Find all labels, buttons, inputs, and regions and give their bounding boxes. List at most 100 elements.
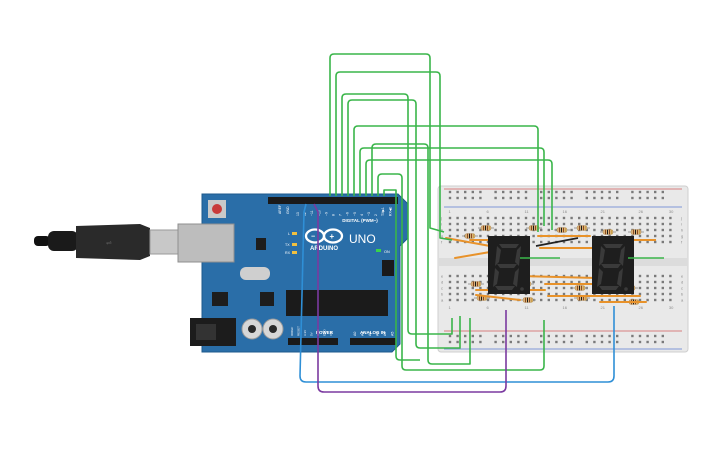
- orange-jumper: [454, 251, 491, 259]
- resistor: [554, 227, 570, 233]
- row-letter: h: [441, 228, 443, 233]
- digital-header-label: DIGITAL (PWM~): [342, 218, 378, 223]
- row-letter: e: [441, 274, 444, 279]
- power-pin-label: 5V: [310, 332, 314, 336]
- power-pin-label: 3.3V: [303, 330, 307, 336]
- digital-pin-label: 12: [303, 212, 307, 216]
- power-jack-inner: [196, 324, 216, 340]
- digital-pin-label: ~5: [353, 212, 357, 216]
- wire-green-1[interactable]: [329, 53, 445, 233]
- row-letter: b: [441, 292, 444, 297]
- column-number: 21: [601, 305, 606, 310]
- crystal-oscillator: [240, 267, 270, 280]
- column-number: 16: [563, 209, 568, 214]
- resistor: [628, 229, 644, 235]
- wire-green-10[interactable]: [383, 189, 420, 361]
- row-letter: c: [681, 286, 683, 291]
- seven-segment-display-1[interactable]: 8: [488, 236, 530, 294]
- orange-jumper: [445, 237, 491, 247]
- digital-pin-label: ~3: [367, 212, 371, 216]
- led-on: [376, 249, 381, 252]
- analog-pin-label: A5: [391, 332, 395, 336]
- row-letter: e: [681, 274, 684, 279]
- column-number: 11: [525, 305, 530, 310]
- voltage-regulator: [212, 292, 228, 306]
- digital-header: [268, 197, 398, 204]
- digital-pin-label: 4: [360, 214, 364, 216]
- analog-pin-label: A2: [368, 332, 372, 336]
- row-letter: d: [681, 280, 683, 285]
- digital-pin-label: ~10: [317, 210, 321, 216]
- arduino-uno-board[interactable]: − + ARDUINO UNO DIGITAL (PWM~) POWER ANA…: [177, 193, 409, 353]
- resistor: [572, 285, 588, 291]
- display-digit-segments: [597, 244, 628, 291]
- display-digit-segments: [493, 244, 524, 291]
- logo-text: ARDUINO: [310, 246, 338, 252]
- led-label-l: L: [288, 232, 290, 236]
- row-letter: j: [680, 216, 682, 221]
- analog-pin-label: A1: [361, 332, 365, 336]
- row-letter: g: [681, 234, 683, 239]
- row-letter: h: [681, 228, 683, 233]
- analog-pin-label: A4: [383, 332, 387, 336]
- digital-pin-label: TX▶1: [381, 207, 385, 216]
- column-number: 21: [601, 209, 606, 214]
- analog-header-label: ANALOG IN: [360, 330, 385, 335]
- wire-green-8[interactable]: [371, 143, 471, 365]
- usb-chip: [256, 238, 266, 250]
- column-number: 26: [639, 209, 644, 214]
- power-pin-label: RESET: [297, 326, 301, 336]
- column-number: 30: [669, 209, 674, 214]
- breadboard-body: [437, 185, 689, 353]
- wire-blue-1[interactable]: [299, 203, 615, 383]
- led-label-rx: RX: [285, 251, 291, 255]
- digital-pin-label: ~9: [324, 212, 328, 216]
- seven-segment-display-2[interactable]: 8: [592, 236, 634, 294]
- wire-green-4[interactable]: [347, 99, 461, 349]
- usb-cable-end: [34, 236, 50, 246]
- model-text: UNO: [349, 232, 376, 246]
- led-label-tx: TX: [285, 243, 290, 247]
- aref-label: AREF: [278, 205, 282, 214]
- orange-jumper: [519, 275, 597, 279]
- power-pin-label: GND: [323, 329, 327, 337]
- wires[interactable]: [299, 53, 664, 393]
- wire-green-9[interactable]: [377, 173, 545, 371]
- wire-green-2[interactable]: [335, 71, 453, 241]
- power-header-label: POWER: [316, 330, 334, 335]
- power-pin-label: IOREF: [290, 327, 294, 336]
- resistor: [462, 233, 478, 239]
- wire-green-7[interactable]: [365, 159, 553, 230]
- icsp-header: [382, 260, 394, 276]
- row-letter: c: [441, 286, 443, 291]
- row-letter: i: [441, 222, 442, 227]
- power-pin-label: Vin: [329, 331, 333, 336]
- resistor: [574, 225, 590, 231]
- row-letter: b: [681, 292, 684, 297]
- usb-symbol-icon: ⇌: [106, 240, 112, 247]
- analog-pin-label: A3: [376, 332, 380, 336]
- arduino-logo: − +: [304, 228, 344, 244]
- column-number: 30: [669, 305, 674, 310]
- usb-connector-metal: [149, 229, 183, 255]
- digital-pin-label: ~11: [310, 210, 314, 216]
- svg-text:−: −: [311, 234, 315, 241]
- led-label-on: ON: [384, 250, 390, 254]
- usb-plug-body: [76, 224, 150, 260]
- wire-purple-1[interactable]: [313, 203, 507, 393]
- row-letter: d: [441, 280, 443, 285]
- wire-green-3[interactable]: [341, 93, 453, 335]
- analog-header: [350, 338, 396, 345]
- digital-pin-label: ~6: [346, 212, 350, 216]
- reset-button[interactable]: [212, 204, 222, 214]
- usb-cable[interactable]: ⇌: [34, 224, 183, 260]
- black-jumper: [535, 237, 579, 247]
- wire-green-5[interactable]: [353, 125, 539, 232]
- wire-green-6[interactable]: [359, 147, 545, 226]
- breadboard-center-channel: [438, 258, 688, 266]
- usb-b-socket: [177, 223, 235, 263]
